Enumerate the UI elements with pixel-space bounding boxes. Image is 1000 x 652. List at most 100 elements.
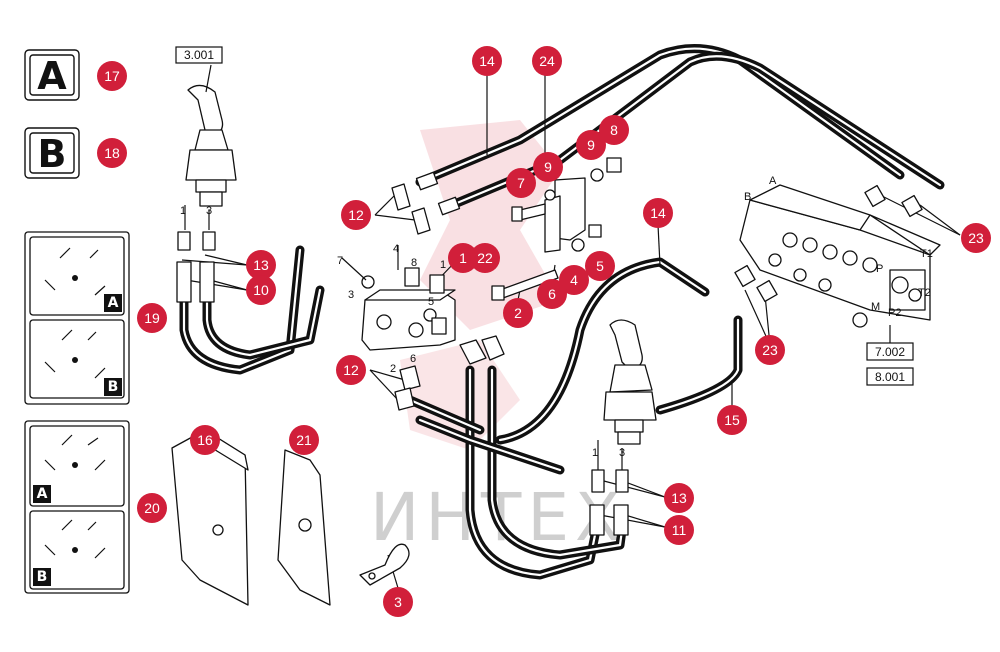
callout-9-left[interactable]: 9 (533, 152, 563, 182)
block-port-8: 8 (411, 257, 417, 269)
svg-text:A: A (37, 54, 67, 98)
joy-left-port-3: 3 (206, 205, 212, 217)
block-port-7: 7 (337, 255, 343, 267)
callout-14-top[interactable]: 14 (472, 46, 502, 76)
svg-text:7.002: 7.002 (875, 345, 905, 359)
svg-text:24: 24 (539, 53, 555, 69)
svg-text:7: 7 (517, 175, 525, 191)
callout-12-bottom[interactable]: 12 (336, 355, 366, 385)
decal-20-letter-a: A (37, 486, 48, 502)
callout-11[interactable]: 11 (664, 515, 694, 545)
valve-port-M: M (871, 301, 880, 313)
hoses (179, 44, 945, 580)
callout-16[interactable]: 16 (190, 425, 220, 455)
svg-text:12: 12 (348, 207, 364, 223)
left-joystick: 1 3 (176, 64, 237, 303)
svg-text:17: 17 (104, 68, 120, 84)
svg-text:11: 11 (672, 522, 687, 538)
joy-right-port-1: 1 (592, 447, 598, 459)
callouts: 17 18 14 24 8 9 9 7 12 1 22 13 10 19 14 … (97, 46, 991, 617)
callout-18[interactable]: 18 (97, 138, 127, 168)
decal-19-letter-b: B (108, 379, 119, 395)
callout-4[interactable]: 4 (559, 265, 589, 295)
callout-12-top[interactable]: 12 (341, 200, 371, 230)
svg-text:16: 16 (197, 432, 213, 448)
callout-23-lower[interactable]: 23 (755, 335, 785, 365)
callout-20[interactable]: 20 (137, 493, 167, 523)
svg-text:6: 6 (548, 286, 556, 302)
svg-text:3: 3 (394, 594, 402, 610)
svg-text:8: 8 (610, 122, 618, 138)
key-box-a[interactable]: A (24, 49, 80, 101)
block-port-3: 3 (348, 289, 354, 301)
joy-right-port-3: 3 (619, 447, 625, 459)
callout-6[interactable]: 6 (537, 279, 567, 309)
joy-left-port-1: 1 (180, 205, 186, 217)
valve-bank: A B T1 T2 P M P2 (734, 175, 941, 328)
callout-13-top[interactable]: 13 (246, 250, 276, 280)
svg-text:23: 23 (968, 230, 984, 246)
callout-7[interactable]: 7 (506, 168, 536, 198)
callout-22[interactable]: 22 (470, 243, 500, 273)
decal-20: A B (24, 420, 130, 594)
clamp-3 (359, 543, 410, 586)
callout-2[interactable]: 2 (503, 298, 533, 328)
valve-port-P2: P2 (888, 307, 901, 319)
fittings-12-top (391, 171, 461, 235)
svg-text:19: 19 (144, 310, 160, 326)
svg-text:12: 12 (343, 362, 359, 378)
callout-23-right[interactable]: 23 (961, 223, 991, 253)
callout-8[interactable]: 8 (599, 115, 629, 145)
svg-text:3.001: 3.001 (184, 48, 214, 62)
callout-24[interactable]: 24 (532, 46, 562, 76)
block-port-1: 1 (440, 259, 446, 271)
control-block: 7 8 1 3 5 2 6 4 (337, 243, 456, 375)
block-port-6: 6 (410, 353, 416, 365)
valve-port-B: B (744, 191, 751, 203)
svg-text:15: 15 (724, 412, 740, 428)
ref-box-3001[interactable]: 3.001 (175, 46, 223, 64)
svg-text:4: 4 (570, 272, 578, 288)
callout-13-bottom[interactable]: 13 (664, 483, 694, 513)
svg-text:8.001: 8.001 (875, 370, 905, 384)
svg-text:18: 18 (104, 145, 120, 161)
svg-text:9: 9 (587, 137, 595, 153)
mat-21 (277, 449, 331, 606)
svg-text:23: 23 (762, 342, 778, 358)
svg-text:1: 1 (459, 250, 467, 266)
svg-text:14: 14 (479, 53, 495, 69)
svg-text:22: 22 (477, 250, 493, 266)
decal-19-letter-a: A (108, 295, 119, 311)
callout-5[interactable]: 5 (585, 251, 615, 281)
callout-1[interactable]: 1 (448, 243, 478, 273)
key-box-b[interactable]: B (24, 127, 80, 179)
decal-20-letter-b: B (37, 569, 48, 585)
block-port-4: 4 (393, 243, 399, 255)
svg-text:10: 10 (253, 282, 269, 298)
callout-14-right[interactable]: 14 (643, 198, 673, 228)
svg-text:21: 21 (296, 432, 312, 448)
valve-port-T1: T1 (920, 248, 933, 260)
cover-panel-16 (171, 429, 249, 606)
right-joystick: 1 3 (589, 319, 657, 536)
callout-19[interactable]: 19 (137, 303, 167, 333)
callout-10[interactable]: 10 (246, 275, 276, 305)
svg-text:13: 13 (253, 257, 269, 273)
svg-text:B: B (38, 132, 67, 176)
callout-3[interactable]: 3 (383, 587, 413, 617)
valve-port-P: P (876, 263, 883, 275)
svg-text:9: 9 (544, 159, 552, 175)
callout-21[interactable]: 21 (289, 425, 319, 455)
callout-17[interactable]: 17 (97, 61, 127, 91)
decal-19: A B (24, 231, 130, 405)
ref-box-8001[interactable]: 8.001 (866, 367, 914, 386)
svg-text:2: 2 (514, 305, 522, 321)
svg-text:20: 20 (144, 500, 160, 516)
fittings-12-bottom (394, 335, 505, 411)
block-port-2: 2 (390, 363, 396, 375)
ref-box-7002[interactable]: 7.002 (866, 342, 914, 361)
callout-9-right[interactable]: 9 (576, 130, 606, 160)
callout-15[interactable]: 15 (717, 405, 747, 435)
valve-port-T2: T2 (918, 287, 931, 299)
